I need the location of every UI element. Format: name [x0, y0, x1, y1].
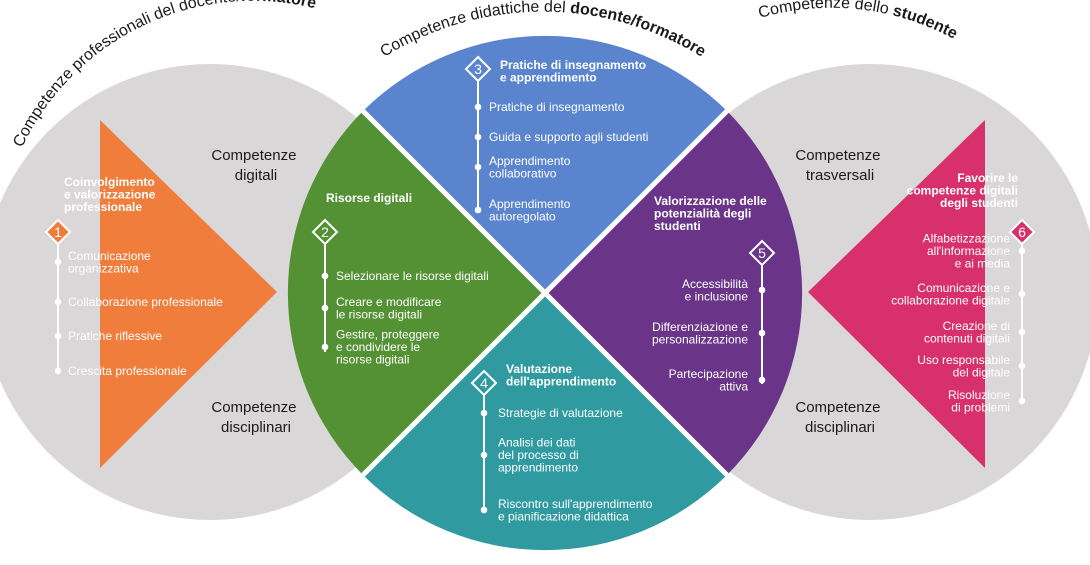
area-1-item-dot — [54, 367, 62, 375]
area-5-item-dot — [758, 286, 766, 294]
area-3-number-badge: 3 — [464, 55, 492, 83]
area-3-item: Pratiche di insegnamento — [489, 100, 625, 114]
area-3-item-dot — [474, 163, 482, 171]
area-5-item-dot — [758, 376, 766, 384]
area-6-item-dot — [1018, 362, 1026, 370]
area-3-item-dot — [474, 133, 482, 141]
area-6-item-dot — [1018, 247, 1026, 255]
area-1-number: 1 — [54, 224, 62, 240]
area-2-title: Risorse digitali — [326, 191, 412, 205]
area-5-number: 5 — [758, 245, 766, 261]
area-1-triangle — [100, 120, 277, 468]
area-2-number: 2 — [321, 224, 329, 240]
center-circle — [287, 35, 803, 551]
area-4-quadrant — [363, 293, 727, 551]
area-4-item: Strategie di valutazione — [498, 406, 623, 420]
area-6-number-badge: 6 — [1008, 218, 1036, 246]
label-competenze-disciplinari-left: Competenze disciplinari — [211, 399, 300, 436]
area-4-item-dot — [480, 506, 488, 514]
area-6-triangle — [808, 120, 985, 468]
area-3-item-dot — [474, 103, 482, 111]
area-5-number-badge: 5 — [748, 239, 776, 267]
area-4-item-dot — [480, 451, 488, 459]
area-1-item: Pratiche riflessive — [68, 329, 162, 343]
area-2-item: Selezionare le risorse digitali — [336, 269, 489, 283]
area-2-item-dot — [321, 272, 329, 280]
area-2-item-dot — [321, 343, 329, 351]
area-4-number: 4 — [480, 375, 488, 391]
label-competenze-disciplinari-right: Competenze disciplinari — [795, 399, 884, 436]
area-2-quadrant — [287, 111, 545, 475]
area-1-item: Collaborazione professionale — [68, 295, 223, 309]
area-5-quadrant — [545, 111, 803, 475]
area-2-item-dot — [321, 304, 329, 312]
area-6-item-dot — [1018, 328, 1026, 336]
area-1-item-dot — [54, 258, 62, 266]
area-4-number-badge: 4 — [470, 369, 498, 397]
label-competenze-trasversali: Competenze trasversali — [795, 147, 884, 184]
arc-title-right: Competenze dello studente — [757, 0, 961, 43]
area-3-item-dot — [474, 206, 482, 214]
area-6-item-dot — [1018, 397, 1026, 405]
area-3-number: 3 — [474, 61, 482, 77]
area-3-item: Guida e supporto agli studenti — [489, 130, 648, 144]
area-3-quadrant — [363, 35, 727, 293]
area-5-item-dot — [758, 329, 766, 337]
area-2-number-badge: 2 — [311, 218, 339, 246]
area-4-item-dot — [480, 409, 488, 417]
area-1-item-dot — [54, 332, 62, 340]
label-competenze-digitali: Competenze digitali — [211, 147, 300, 184]
area-1-number-badge: 1 — [44, 218, 72, 246]
area-6-item-dot — [1018, 290, 1026, 298]
area-1-item: Crescita professionale — [68, 364, 187, 378]
area-6-number: 6 — [1018, 224, 1026, 240]
area-1-item-dot — [54, 298, 62, 306]
